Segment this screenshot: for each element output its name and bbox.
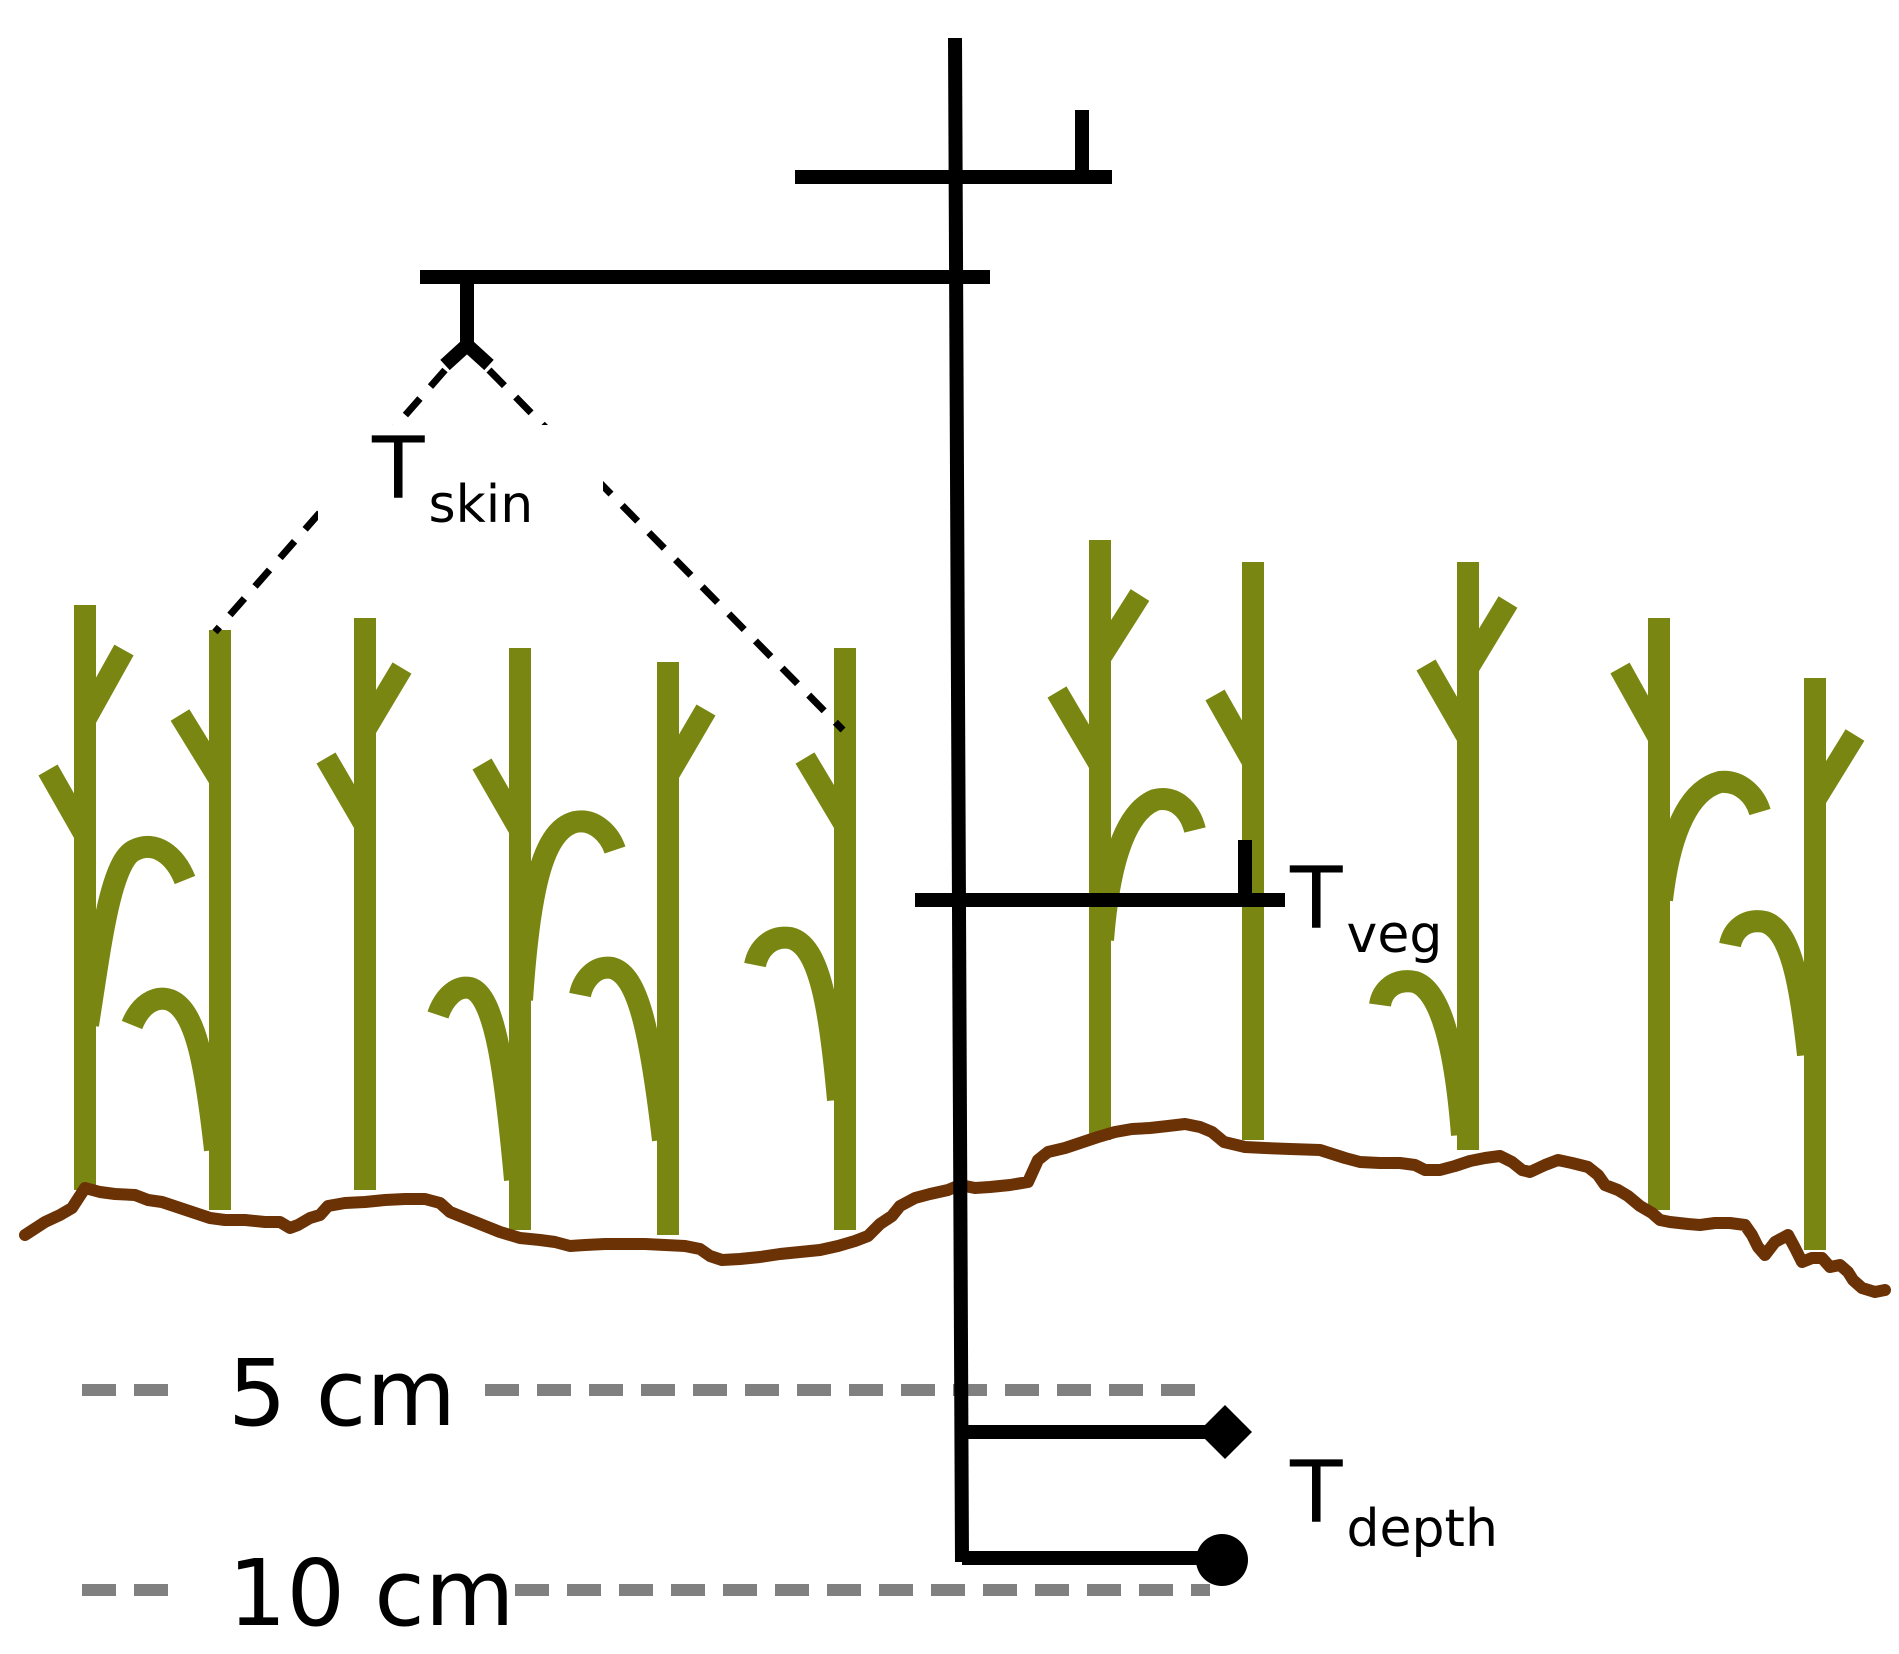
grass-stem <box>1719 678 1865 1250</box>
depth-reference-lines <box>82 1384 1210 1596</box>
t-skin-label: Tskin <box>371 419 533 535</box>
grass-stem <box>427 648 626 1230</box>
soil-surface-line <box>19 1118 1891 1298</box>
vegetation-group <box>38 540 1865 1250</box>
tskin-label-backdrop <box>318 425 603 555</box>
fov-left-edge <box>212 367 448 635</box>
diamond-probe-icon <box>1198 1405 1252 1459</box>
mast-pole <box>948 37 969 1563</box>
depth-label-5cm: 5 cm <box>228 1340 456 1447</box>
t-veg-label: Tveg <box>1289 849 1442 965</box>
t-veg-sub: veg <box>1347 905 1443 965</box>
instrument-mast <box>420 37 1285 1565</box>
grass-stem <box>1610 618 1771 1210</box>
circle-probe-icon <box>1196 1534 1248 1586</box>
grass-stem <box>744 648 856 1230</box>
grass-stem <box>1205 562 1264 1140</box>
grass-stem <box>1369 562 1518 1150</box>
t-skin-main: T <box>371 419 425 519</box>
t-depth-label: Tdepth <box>1289 1443 1498 1559</box>
t-depth-main: T <box>1289 1443 1343 1543</box>
grass-stem <box>316 618 412 1190</box>
grass-stem <box>569 662 716 1235</box>
depth-label-10cm: 10 cm <box>228 1540 515 1647</box>
grass-stem <box>1047 540 1206 1140</box>
grass-stem <box>121 630 231 1210</box>
infrared-radiometer-icon <box>440 335 494 371</box>
grass-stem <box>38 605 196 1190</box>
t-veg-main: T <box>1289 849 1343 949</box>
t-skin-sub: skin <box>429 475 534 535</box>
t-depth-sub: depth <box>1347 1499 1498 1559</box>
